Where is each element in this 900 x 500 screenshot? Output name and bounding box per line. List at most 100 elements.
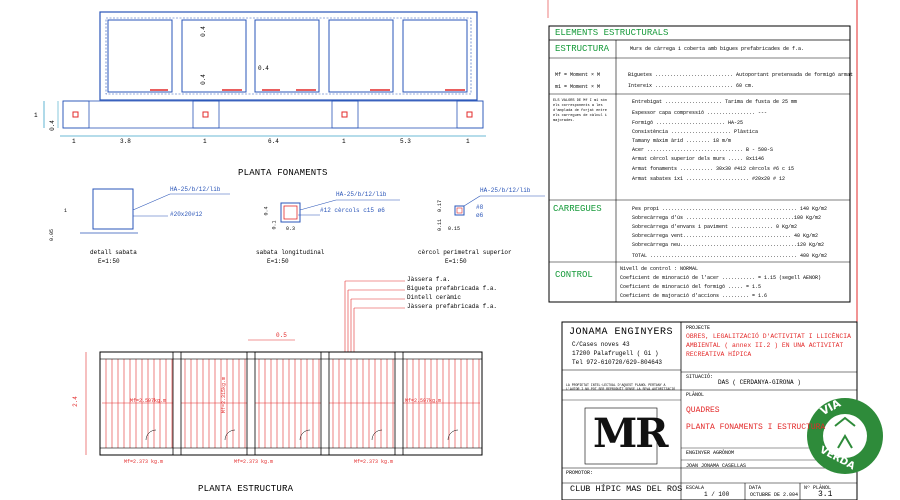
plan-line: PLANTA FONAMENTS I ESTRUCTURA xyxy=(686,423,826,432)
side-dim-label: 0.4 xyxy=(48,120,56,131)
spec-line: Entrebigat ................... Tarima de… xyxy=(632,99,798,105)
structure-bottom-beam xyxy=(99,447,483,456)
footing-pin-4 xyxy=(466,111,473,118)
moment-label: Mf=2.373 kg.m xyxy=(354,459,394,465)
perimeter-detail-stirrup xyxy=(456,207,463,214)
elements-table-frame xyxy=(548,25,851,303)
formula-line: Mf = Moment × M xyxy=(555,72,601,78)
formula-right: Intereix .......................... 60 c… xyxy=(628,83,755,89)
copyright-note: LA PROPIETAT INTEL·LECTUAL D'AQUEST PLÀN… xyxy=(566,383,676,391)
footing-detail-box xyxy=(92,188,134,230)
location-value: DAS ( CERDANYA-GIRONA ) xyxy=(718,379,801,386)
company-address: 17200 Palafrugell ( Gi ) xyxy=(572,350,659,357)
scale-value: 1 / 100 xyxy=(704,491,730,498)
detail-drawings xyxy=(80,188,545,234)
logo-mark: MR xyxy=(593,410,669,457)
spec-line: Armat cèrcol superior dels murs ..... 8x… xyxy=(632,156,765,162)
load-line: Sobrecàrrega neu........................… xyxy=(632,242,825,248)
perimeter-dim: 0.17 xyxy=(437,199,444,213)
callout-label: Jàssera f.a. xyxy=(407,276,451,283)
load-line: Sobrecàrrega d'ús ......................… xyxy=(632,215,822,221)
spec-line: Acer ................................ B … xyxy=(632,147,774,153)
callout-label: Dintell ceràmic xyxy=(407,294,462,301)
foundation-plan xyxy=(43,11,486,137)
perimeter-dim: 0.15 xyxy=(448,226,461,232)
perimeter-rebar-label-2: #8 xyxy=(476,204,484,211)
foundation-outer-wall xyxy=(99,11,478,101)
structure-dim-side: 2.4 xyxy=(71,396,79,407)
sheet-number: 3.1 xyxy=(818,490,833,499)
perimeter-dim: 0.11 xyxy=(437,218,444,232)
promoter-label: PROMOTOR: xyxy=(566,470,594,476)
plan-line: QUADRES xyxy=(686,406,720,415)
control-line: Coeficient de majoració d'accions ......… xyxy=(620,293,768,299)
title-block xyxy=(561,321,858,500)
elements-title: ELEMENTS ESTRUCTURALS xyxy=(555,28,669,38)
beam-detail-stirrup xyxy=(283,205,298,220)
loads-section-label: CARREGUES xyxy=(553,204,602,214)
foundation-inner-hatch xyxy=(105,17,472,95)
footing-detail-scale: E=1:50 xyxy=(98,258,120,265)
project-line: RECREATIVA HÍPICA xyxy=(686,351,752,358)
dim-label: 6.4 xyxy=(268,138,279,145)
callout-label: Bigueta prefabricada f.a. xyxy=(407,285,498,292)
control-section-label: CONTROL xyxy=(555,270,593,280)
engineer-name: JOAN JONAMA CASELLAS xyxy=(686,463,747,469)
footing-band xyxy=(62,100,484,129)
structure-top-beam xyxy=(99,351,483,360)
engineer-label: ENGINYER AGRÒNOM xyxy=(686,450,735,456)
dim-label: 3.8 xyxy=(120,138,131,145)
structure-wall-1 xyxy=(172,351,182,456)
foundation-cell-4 xyxy=(328,19,394,93)
load-total: TOTAL ..................................… xyxy=(632,253,828,259)
beam-detail-box xyxy=(280,202,301,223)
project-label: PROJECTE xyxy=(686,325,711,331)
beam-rebar-label: HA-25/b/12/lib xyxy=(336,191,387,198)
door-swing-1 xyxy=(145,429,157,441)
door-swing-5 xyxy=(447,429,459,441)
dim-label: 1 xyxy=(342,138,346,145)
foundation-cell-5 xyxy=(402,19,468,93)
company-name: JONAMA ENGINYERS xyxy=(569,327,674,338)
structure-dim-top: 0.5 xyxy=(276,332,287,339)
span-moment-label: Mf=2.597kg.m xyxy=(405,398,442,404)
footing-rebar-label-2: #20x20#12 xyxy=(170,211,203,218)
beam-rebar-label-2: #12 cèrcols c15 ø6 xyxy=(320,207,385,214)
spec-line: Tamany màxim àrid ........ 18 m/m xyxy=(632,138,732,144)
spec-line: Armat sabates 1x1 ..................... … xyxy=(632,176,786,182)
structure-wall-2 xyxy=(246,351,256,456)
sheet-label: Nº PLÀNOL xyxy=(804,485,832,491)
perimeter-rebar-label: HA-25/b/12/lib xyxy=(480,187,531,194)
control-line: Coeficient de minoració de l'acer ......… xyxy=(620,275,822,281)
footing-detail-title: detall sabata xyxy=(90,249,137,256)
stamp-emblem xyxy=(834,416,856,449)
foundation-cell-2 xyxy=(181,19,247,93)
structure-plan xyxy=(85,280,483,456)
inner-dim-label: 0.4 xyxy=(258,65,269,72)
perimeter-rebar-label-3: ø6 xyxy=(476,212,484,219)
perimeter-leader xyxy=(463,195,481,207)
moment-label: Mf=2.373 kg.m xyxy=(124,459,164,465)
footing-leader xyxy=(132,193,171,211)
load-line: Sobrecàrrega vent.......................… xyxy=(632,233,819,239)
beam-dim: 0.1 xyxy=(271,220,278,230)
beam-dim: 0.4 xyxy=(263,206,270,216)
dim-label: 1 xyxy=(466,138,470,145)
company-address: C/Cases noves 43 xyxy=(572,341,630,348)
footing-4 xyxy=(456,100,484,129)
project-line: AMBIENTAL ( annex II.2 ) EN UNA ACTIVITA… xyxy=(686,342,844,349)
footing-3 xyxy=(331,100,359,129)
callout-label: Jàssera prefabricada f.a. xyxy=(407,303,498,310)
perimeter-detail-title: cèrcol perimetral superior xyxy=(418,249,512,256)
load-line: Pes propi ..............................… xyxy=(632,206,828,212)
load-line: Sobrecàrrega d'envans i paviment .......… xyxy=(632,224,798,230)
via-verda-stamp xyxy=(807,398,883,474)
footing-dim: 0.05 xyxy=(49,228,56,242)
logo-frame xyxy=(584,407,658,465)
dim-label: 1 xyxy=(72,138,76,145)
plan-label: PLÀNOL xyxy=(686,392,705,398)
footing-2 xyxy=(192,100,220,129)
dim-label: 5.3 xyxy=(400,138,411,145)
